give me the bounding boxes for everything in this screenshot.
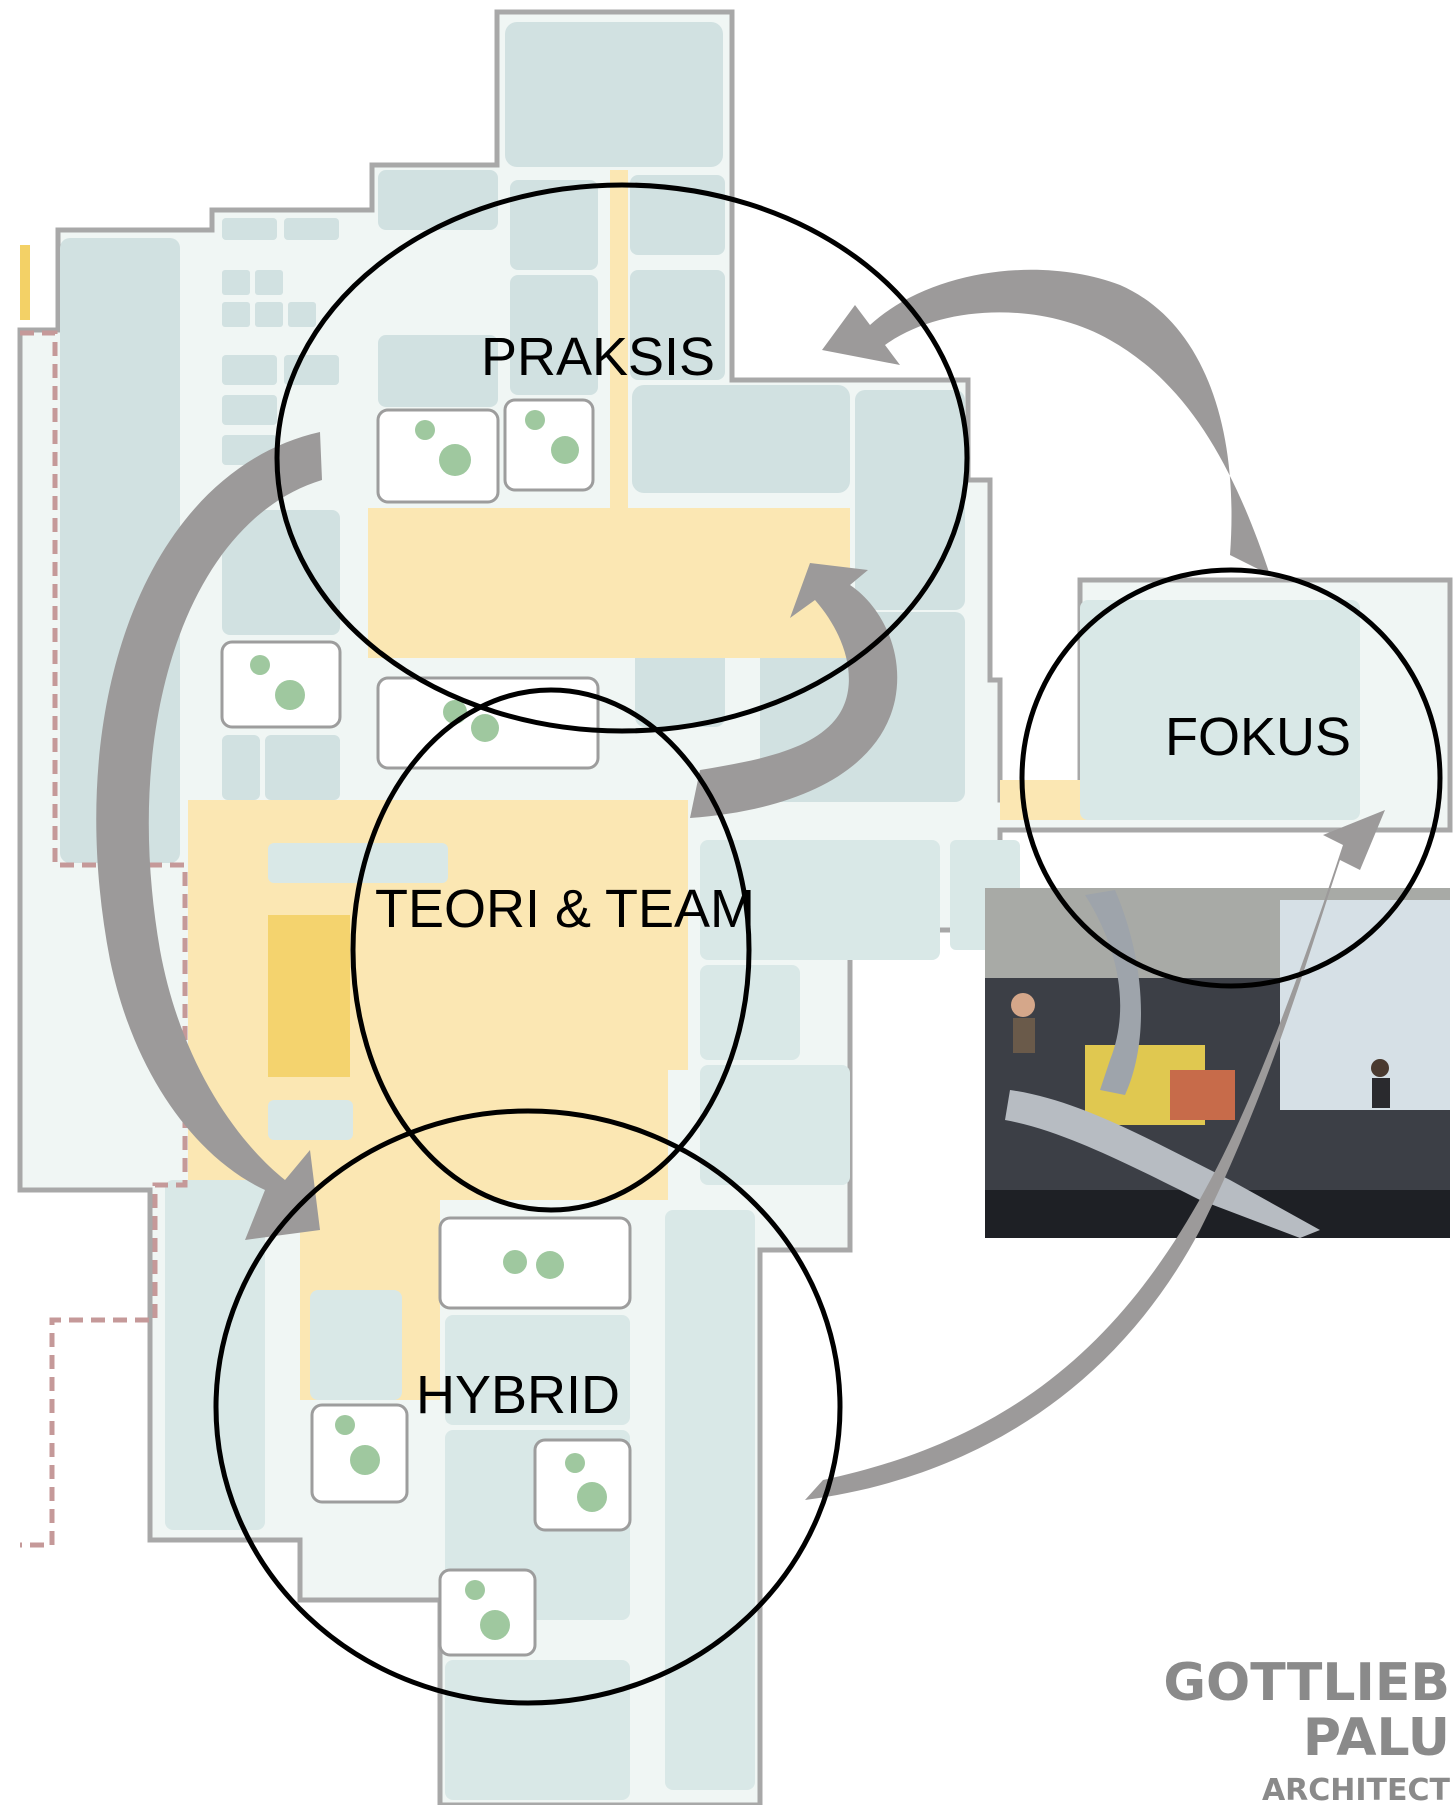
arrow-fokus-to-praksis xyxy=(822,269,1270,575)
accent-yellow-block xyxy=(268,915,350,1077)
label-hybrid: HYBRID xyxy=(416,1365,620,1425)
courtyards xyxy=(220,398,632,1657)
logo-line-1: GOTTLIEB xyxy=(1163,1653,1450,1713)
accent-yellow-edge xyxy=(20,245,30,320)
label-praksis: PRAKSIS xyxy=(481,327,715,387)
room-north-6 xyxy=(630,270,725,380)
flow-arrows xyxy=(96,269,1385,1500)
room-center-2 xyxy=(632,385,850,493)
arrow-hybrid-to-fokus xyxy=(805,810,1385,1500)
room-north-5 xyxy=(510,275,598,395)
property-line xyxy=(20,330,188,1548)
room-center-1 xyxy=(378,335,498,407)
circle-teori-team xyxy=(350,687,752,1213)
room-east-1 xyxy=(855,390,965,610)
zone-circles xyxy=(213,182,1443,1706)
logo-line-2: PALU xyxy=(1303,1708,1450,1768)
rooms-south xyxy=(165,600,1360,1800)
office-grid xyxy=(222,218,340,800)
circle-hybrid xyxy=(213,1108,843,1706)
room-north-2 xyxy=(378,170,498,230)
label-teori-team: TEORI & TEAM xyxy=(375,879,755,939)
room-north-4 xyxy=(510,180,598,270)
circle-praksis xyxy=(274,182,970,734)
company-logo: GOTTLIEB PALU ARCHITECT xyxy=(1163,1653,1450,1805)
logo-line-3: ARCHITECT xyxy=(1262,1773,1451,1805)
arrow-praksis-to-hybrid xyxy=(96,432,322,1240)
room-north-1 xyxy=(505,22,723,167)
arrow-teori-to-praksis xyxy=(690,563,898,818)
floor-plan xyxy=(17,9,1453,1805)
circle-fokus xyxy=(1019,567,1443,989)
label-fokus: FOKUS xyxy=(1165,707,1351,767)
room-north-3 xyxy=(630,175,725,255)
